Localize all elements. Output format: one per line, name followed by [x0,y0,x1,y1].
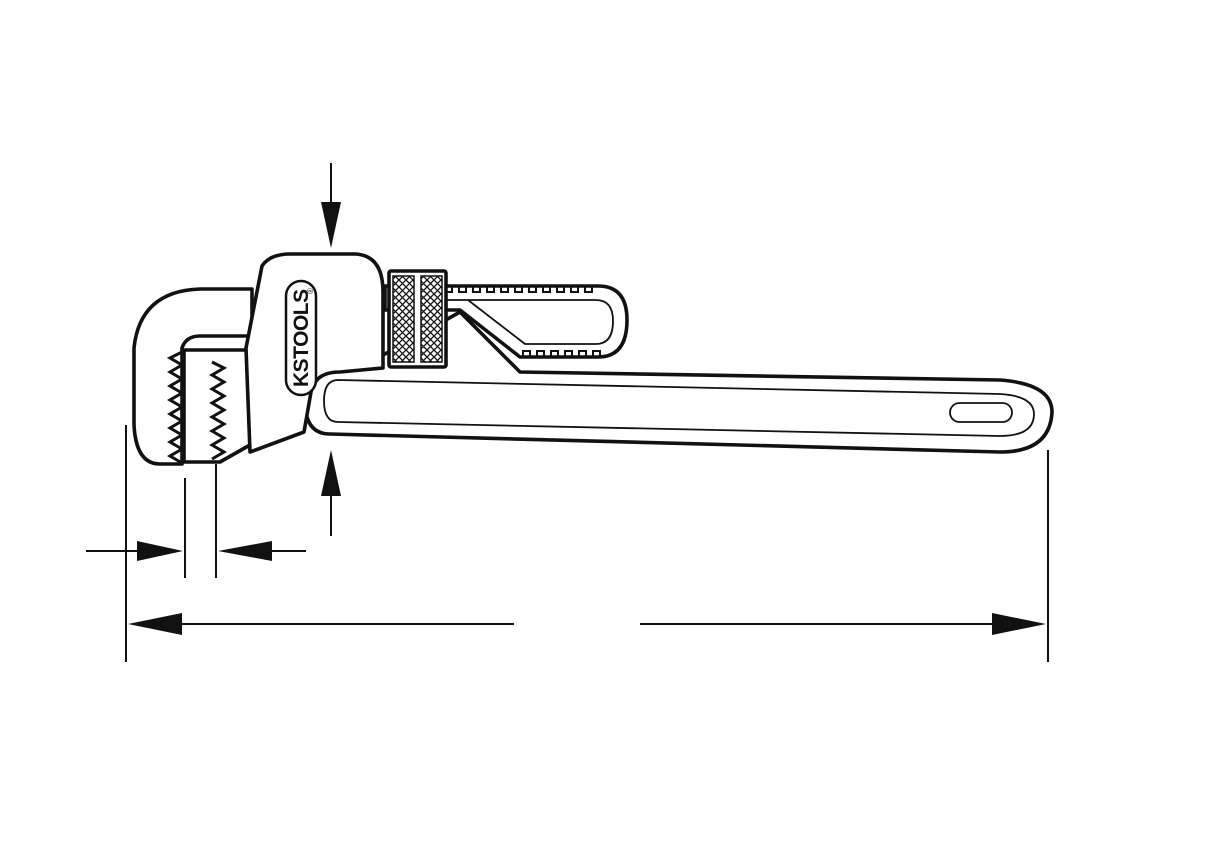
hook-jaw [132,287,254,466]
logo-registered-mark: ® [306,288,315,294]
logo-text: KSTOOLS [290,289,313,387]
top-dimension-arrow [321,163,341,248]
overall-length-dimension [128,450,1049,662]
bottom-dimension-arrow [321,450,341,536]
brand-logo: KSTOOLS ® [284,279,318,397]
jaw-opening-dimension [86,425,306,662]
adjusting-nut [387,269,448,369]
wrench-handle [303,310,1054,454]
hang-hole-icon [949,402,1013,423]
